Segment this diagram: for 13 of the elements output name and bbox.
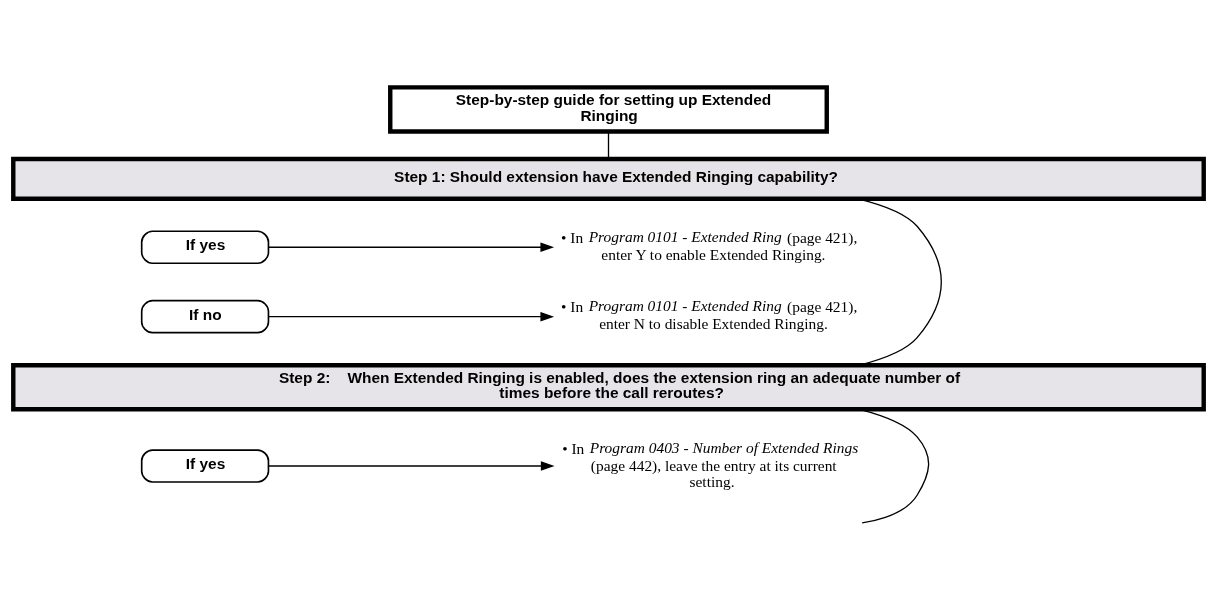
arrow (268, 460, 555, 471)
arrow (268, 241, 555, 252)
node-box: If no (140, 299, 270, 333)
connector (607, 130, 610, 159)
arrow (268, 311, 555, 321)
node-text: • In Program 0101 - Extended Ring (page 421), enter Y to enable Extended Ringing. (561, 227, 858, 263)
node-box: Step-by-step guide for setting up Extended Ringing (388, 84, 829, 134)
node-text: • In Program 0101 - Extended Ring (page 421), enter N to disable Extended Ringing. (561, 296, 858, 332)
node-text: • In Program 0403 - Number of Extended Rings (page 442), leave the entry at its current setting. (562, 438, 859, 490)
node-box: Step 1: Should extension have Extended Ringing capability? (11, 156, 1206, 201)
node-box: If yes (140, 229, 270, 264)
node-box: Step 2: When Extended Ringing is enabled, does the extension ring an adequate number of times before the call reroutes? (11, 362, 1206, 411)
node-box: If yes (140, 448, 270, 483)
